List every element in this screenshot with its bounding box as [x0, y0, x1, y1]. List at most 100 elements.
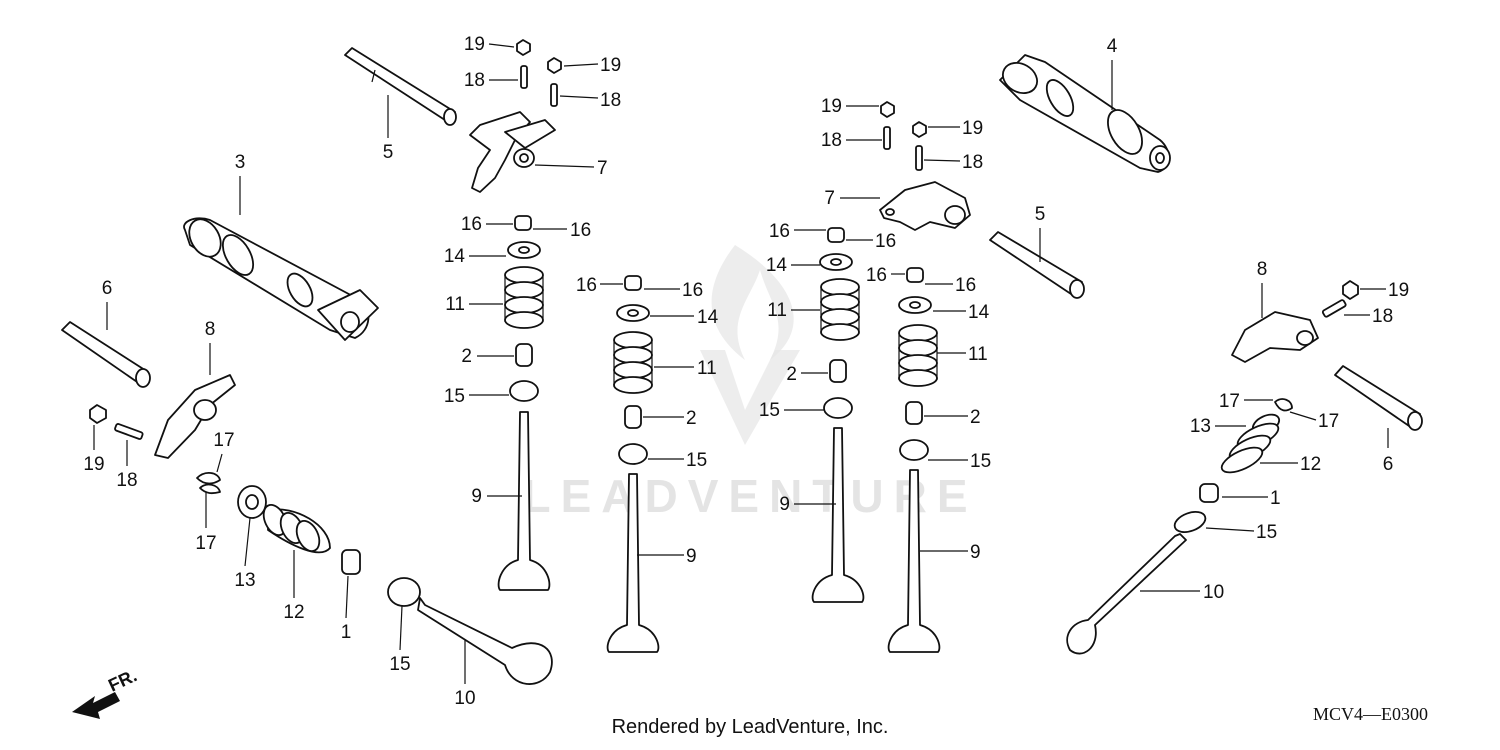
- adjust-nuts-top-left: [516, 39, 562, 107]
- part-drawings: FR.: [61, 39, 1423, 719]
- callout-label-c20: 15: [686, 450, 707, 471]
- callout-label-c34: 19: [821, 96, 842, 117]
- front-direction-arrow: FR.: [72, 665, 140, 719]
- rocker-arm-8-left: [154, 374, 236, 459]
- callout-leader-c30: [345, 575, 349, 619]
- valve-column-2: [606, 275, 660, 653]
- callout-label-c15: 16: [576, 275, 597, 296]
- callout-label-c31: 15: [389, 654, 410, 675]
- callout-label-c49: 14: [968, 302, 990, 323]
- rocker-arm-8-right: [1231, 280, 1359, 363]
- rocker-shaft-6-left: [61, 321, 151, 388]
- callout-label-c36: 19: [962, 118, 983, 139]
- callout-label-c51: 2: [970, 407, 981, 428]
- callout-label-c61: 1: [1270, 488, 1281, 509]
- watermark: LEADVENTURE: [522, 245, 977, 522]
- callout-leader-c01: [488, 43, 515, 48]
- callout-label-c64: 10: [1203, 582, 1224, 603]
- callout-label-c11: 11: [445, 294, 465, 315]
- valve-column-3: [811, 227, 865, 603]
- callout-label-c03: 19: [600, 55, 621, 76]
- callout-label-c41: 16: [875, 231, 896, 252]
- callout-label-c57: 17: [1219, 391, 1240, 412]
- callout-label-c02: 18: [464, 70, 485, 91]
- diagram-code: MCV4—E0300: [1312, 704, 1428, 724]
- callout-label-c56: 18: [1372, 306, 1393, 327]
- callout-label-c01: 19: [464, 34, 485, 55]
- callout-label-c59: 17: [1318, 411, 1339, 432]
- callout-label-c05: 5: [383, 142, 394, 163]
- callout-label-c38: 7: [824, 188, 835, 209]
- callout-label-c32: 10: [454, 688, 475, 709]
- callout-label-c10: 14: [444, 246, 466, 267]
- rocker-arm-7-left: [469, 111, 556, 193]
- valve-assembly-left: [237, 485, 553, 685]
- callout-label-c58: 13: [1190, 416, 1211, 437]
- callout-leader-c59: [1289, 411, 1317, 421]
- callout-label-c04: 18: [600, 90, 621, 111]
- callout-label-c18: 11: [697, 358, 717, 379]
- callout-label-c55: 19: [1388, 280, 1409, 301]
- callout-label-c39: 5: [1035, 204, 1046, 225]
- front-direction-label: FR.: [105, 665, 140, 695]
- callout-label-c16: 16: [682, 280, 703, 301]
- callout-leader-c26: [216, 453, 223, 473]
- callout-leader-c37: [923, 159, 961, 162]
- rocker-arm-7-right: [879, 181, 971, 231]
- callout-label-c54: 8: [1257, 259, 1268, 280]
- callout-leader-c31: [399, 605, 403, 651]
- callout-label-c60: 12: [1300, 454, 1321, 475]
- callout-label-c09: 16: [570, 220, 591, 241]
- callout-label-c21: 9: [686, 546, 697, 567]
- callout-label-c48: 16: [955, 275, 976, 296]
- adjust-nut-left: [89, 404, 144, 440]
- callout-label-c43: 11: [767, 300, 787, 321]
- callout-label-c44: 2: [786, 364, 797, 385]
- callout-leader-c06: [534, 164, 595, 168]
- callout-leader-c62: [1205, 527, 1255, 532]
- callout-label-c08: 16: [461, 214, 482, 235]
- callout-leader-c04: [559, 95, 599, 99]
- valve-column-4: [887, 267, 941, 653]
- adjust-nuts-top-right: [880, 101, 927, 171]
- callout-label-c45: 15: [759, 400, 780, 421]
- callout-label-c62: 15: [1256, 522, 1277, 543]
- valve-column-1: [497, 215, 551, 591]
- callout-leader-c28: [244, 517, 251, 567]
- footer-credit: Rendered by LeadVenture, Inc.: [611, 716, 889, 738]
- rocker-shaft-6-right: [1334, 365, 1423, 431]
- valve-cotters-left: [196, 472, 221, 495]
- callout-label-c35: 18: [821, 130, 842, 151]
- camshaft-3: [183, 217, 379, 341]
- callout-label-c29: 12: [283, 602, 304, 623]
- callout-label-c47: 16: [866, 265, 887, 286]
- valve-assembly-right: [1066, 398, 1293, 655]
- callout-label-c37: 18: [962, 152, 983, 173]
- callout-label-c13: 15: [444, 386, 465, 407]
- callout-label-c26: 17: [213, 430, 234, 451]
- callout-label-c06: 7: [597, 158, 608, 179]
- callout-label-c53: 9: [970, 542, 981, 563]
- callout-label-c17: 14: [697, 307, 719, 328]
- callout-label-c14: 9: [471, 486, 482, 507]
- callout-label-c42: 14: [766, 255, 788, 276]
- camshaft-4: [999, 54, 1171, 173]
- callout-label-c23: 8: [205, 319, 216, 340]
- rocker-shaft-5-right: [989, 231, 1085, 299]
- callout-label-c25: 18: [116, 470, 137, 491]
- callout-label-c28: 13: [234, 570, 255, 591]
- rocker-shaft-5-left: [344, 47, 457, 126]
- callout-label-c33: 4: [1107, 36, 1118, 57]
- watermark-text: LEADVENTURE: [522, 470, 977, 522]
- callout-label-c12: 2: [461, 346, 472, 367]
- callout-label-c46: 9: [779, 494, 790, 515]
- callout-leader-c03: [563, 63, 599, 67]
- callout-label-c50: 11: [968, 344, 988, 365]
- callout-label-c27: 17: [195, 533, 216, 554]
- callout-label-c22: 6: [102, 278, 113, 299]
- callout-label-c63: 6: [1383, 454, 1394, 475]
- callout-label-c40: 16: [769, 221, 790, 242]
- callout-label-c52: 15: [970, 451, 991, 472]
